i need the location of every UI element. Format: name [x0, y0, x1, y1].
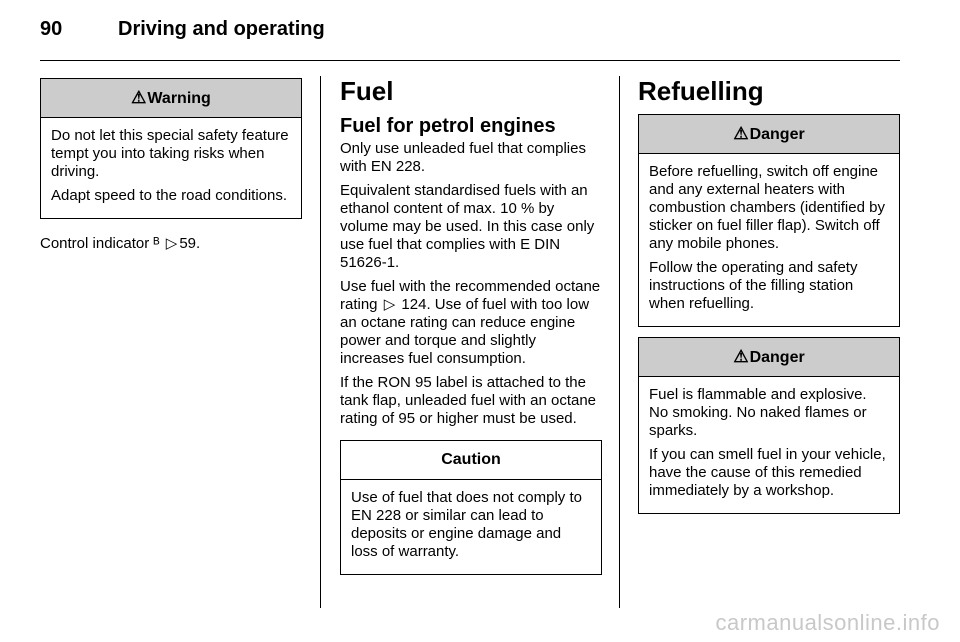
danger-paragraph: Before refuelling, switch off engine and…	[649, 163, 885, 252]
danger-box-body: Before refuelling, switch off engine and…	[639, 154, 899, 326]
warning-paragraph: Do not let this special safety feature t…	[51, 127, 289, 180]
section-title: Driving and operating	[118, 18, 325, 40]
fuel-paragraph: If the RON 95 label is attached to the t…	[340, 374, 597, 427]
danger-box-header: ⚠Danger	[639, 115, 899, 154]
page-ref-arrow-icon: ▷	[165, 235, 178, 252]
caution-text: Use of fuel that does not comply to EN 2…	[351, 489, 582, 560]
column-left: ⚠Warning Do not let this special safety …	[40, 78, 302, 259]
control-indicator-text: Control indicator ᴮ ▷59.	[40, 235, 201, 252]
fuel-paragraph: Equivalent standardised fuels with an et…	[340, 182, 595, 271]
fuel-subheading: Fuel for petrol engines	[340, 115, 556, 137]
warning-box-body: Do not let this special safety feature t…	[41, 118, 301, 218]
warning-title: Warning	[147, 90, 211, 107]
warning-triangle-icon: ⚠	[131, 88, 147, 107]
danger-paragraph: If you can smell fuel in your vehicle, h…	[649, 446, 886, 499]
warning-box: ⚠Warning Do not let this special safety …	[40, 78, 302, 219]
column-right: Refuelling ⚠Danger Before refuelling, sw…	[638, 76, 900, 514]
column-middle: Fuel Fuel for petrol engines Only use un…	[340, 76, 602, 575]
column-divider-1	[320, 76, 321, 608]
caution-box-body: Use of fuel that does not comply to EN 2…	[341, 480, 601, 574]
fuel-heading: Fuel	[340, 76, 394, 106]
warning-box-header: ⚠Warning	[41, 79, 301, 118]
danger-box-header: ⚠Danger	[639, 338, 899, 377]
warning-triangle-icon: ⚠	[733, 347, 749, 366]
danger-paragraph: Follow the operating and safety instruct…	[649, 259, 858, 312]
page-ref[interactable]: 59.	[179, 235, 201, 252]
refuelling-heading: Refuelling	[638, 76, 764, 106]
warning-paragraph: Adapt speed to the road conditions.	[51, 187, 288, 204]
warning-triangle-icon: ⚠	[733, 124, 749, 143]
cruise-control-indicator-icon: ᴮ	[153, 235, 160, 252]
octane-paragraph: Use fuel with the recommended octane rat…	[340, 278, 601, 367]
page-header: 90 Driving and operating	[40, 18, 325, 41]
danger-title: Danger	[749, 126, 805, 143]
danger-box-2: ⚠Danger Fuel is flammable and explosive.…	[638, 337, 900, 514]
caution-box: Caution Use of fuel that does not comply…	[340, 440, 602, 575]
watermark: carmanualsonline.info	[715, 610, 940, 635]
danger-paragraph: Fuel is flammable and explosive. No smok…	[649, 386, 867, 439]
danger-box-body: Fuel is flammable and explosive. No smok…	[639, 377, 899, 513]
column-divider-2	[619, 76, 620, 608]
fuel-paragraph: Only use unleaded fuel that complies wit…	[340, 140, 586, 175]
header-rule	[40, 60, 900, 61]
page-ref-arrow-icon: ▷	[383, 296, 396, 313]
octane-paragraph-rest: 124. Use of fuel with too low an octane …	[340, 296, 590, 367]
caution-box-header: Caution	[341, 441, 601, 480]
danger-title: Danger	[749, 349, 805, 366]
page-number: 90	[40, 18, 63, 40]
danger-box-1: ⚠Danger Before refuelling, switch off en…	[638, 114, 900, 327]
